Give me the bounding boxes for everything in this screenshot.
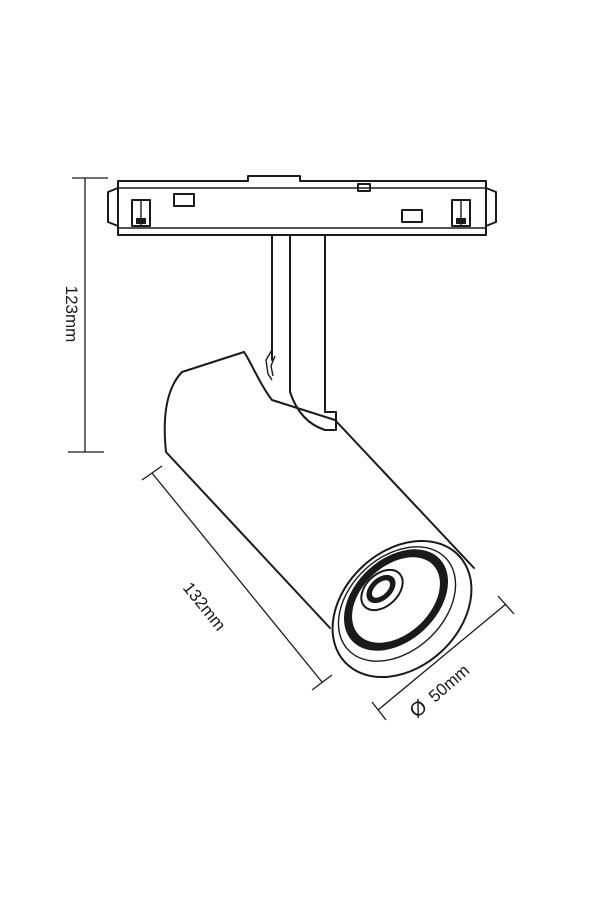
stem [265, 234, 337, 431]
lens-front [331, 539, 473, 679]
height-dimension: 123mm [62, 177, 108, 453]
diameter-label: 50mm [425, 661, 473, 706]
track-adapter [107, 175, 497, 236]
length-dimension: 132mm [141, 465, 333, 691]
spotlight-body [163, 351, 475, 629]
length-label: 132mm [179, 579, 229, 635]
height-label: 123mm [62, 286, 81, 343]
diameter-symbol: Ø [406, 696, 432, 723]
